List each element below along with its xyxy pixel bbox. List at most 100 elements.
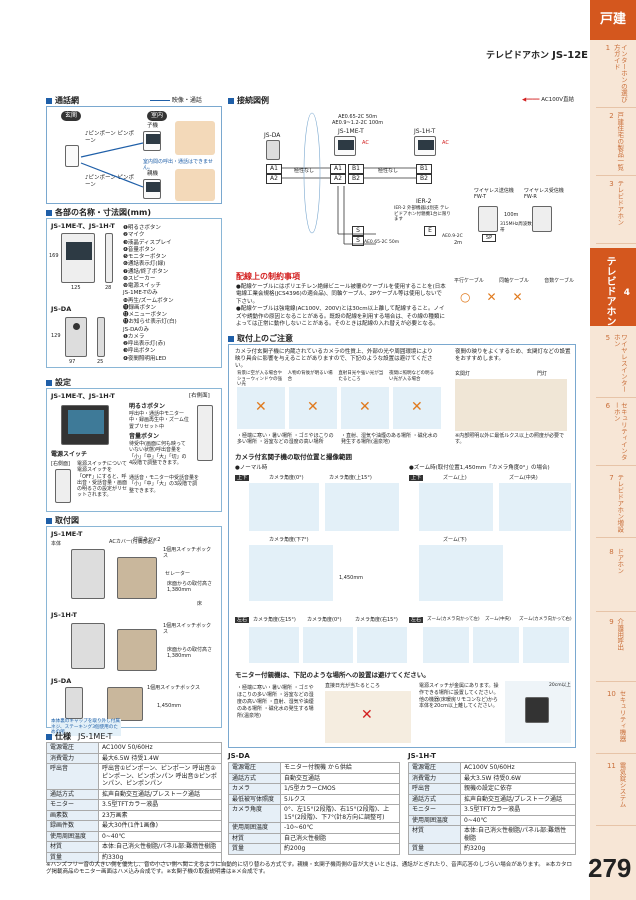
tab-label: 戸建住宅の製品一覧 bbox=[615, 112, 624, 171]
spec-value: 本体:自己消火性樹脂/パネル部:難燃性樹脂 bbox=[460, 825, 576, 844]
tab-number: 6 bbox=[605, 402, 611, 410]
spec-key: 使用周囲温度 bbox=[46, 830, 99, 842]
monitor-caution-title: モニター付親機は、下記のような場所への設置は避けてください。 bbox=[235, 671, 430, 679]
label-height-2: 床面からの取付高さ1,380mm bbox=[167, 647, 213, 660]
spec-value: AC100V 50/60Hz bbox=[98, 742, 222, 754]
terminal-b1: B1 bbox=[348, 164, 364, 174]
label-100m: 100m bbox=[504, 212, 519, 218]
tsuwa-diagram: 玄関 室内 ♪ピンポーン ピンポーン ♪ピンポーン ピンポーン 子機 室内間の呼… bbox=[46, 106, 222, 204]
spec-key: 録画件数 bbox=[46, 820, 99, 832]
label-da-height: 1,450mm bbox=[157, 703, 182, 709]
bad-env-list-2: ・直射、湿気や油煙のある場所 ・磁化水の発生する場所(温泉地) bbox=[341, 433, 438, 446]
dim-width: 125 bbox=[71, 285, 81, 291]
door-station-symbol bbox=[266, 140, 280, 160]
bad-env-list-1: ・極端に寒い・暑い場所 ・ゴミやほこりの多い場所 ・浴室などの湿度の高い場所 bbox=[237, 433, 334, 446]
spec-row: 録画件数最大30件(1件1画像) bbox=[46, 820, 222, 832]
tab-number: 2 bbox=[609, 112, 614, 120]
label-updown-zoom: 上下 bbox=[409, 475, 424, 482]
label-zoom: ●ズーム時(取付位置1,450mm「カメラ角度0°」の場合) bbox=[409, 465, 550, 471]
dim-da-depth: 25 bbox=[97, 359, 104, 365]
dim-depth: 28 bbox=[105, 285, 112, 291]
spec-value: 本体:自己消火性樹脂/パネル部:難燃性樹脂 bbox=[98, 841, 222, 853]
tab-number: 8 bbox=[609, 548, 614, 556]
range-diagram-camup bbox=[325, 483, 399, 531]
label-camright: カメラ角度(右15°) bbox=[355, 617, 398, 623]
section-settei-title: 設定 bbox=[46, 378, 71, 388]
spec-value: 23万画素 bbox=[98, 809, 222, 821]
restrict-text: ●配線ケーブルにはポリエチレン絶縁ビニール被覆のケーブルを使用することを(日本電… bbox=[236, 284, 446, 329]
spec-key: 消費電力 bbox=[408, 772, 461, 784]
wall-box-drawing-2 bbox=[117, 629, 157, 671]
label-switch-box-2: 1個用スイッチボックス bbox=[163, 623, 212, 636]
volume-desc: 待受中(画面に何も映っていない状態)呼出音量を「小」「中」「大」「切」の4段階で… bbox=[129, 441, 187, 466]
chime-text-2: ♪ピンポーン ピンポーン bbox=[85, 175, 134, 188]
range-diagram-cam0 bbox=[249, 483, 319, 531]
label-normal: ●ノーマル時 bbox=[235, 465, 268, 471]
terminal-b1-sub: B1 bbox=[416, 164, 432, 174]
nonpolar-label-2: 極性なし bbox=[378, 168, 399, 174]
caption-sunlight: 直射日光や強い光が当たるところ bbox=[338, 371, 384, 382]
spec-row: 材質自己消火性樹脂 bbox=[228, 832, 400, 844]
night-advice: 夜間の映りをよくするため、玄関灯などの設置をおすすめします。 bbox=[455, 349, 571, 362]
range-diagram-zoomdown bbox=[419, 545, 503, 601]
spec-key: カメラ bbox=[228, 783, 281, 795]
spec-row: 消費電力最大6.5W 待受1.4W bbox=[46, 752, 222, 764]
label-zmid-lr: ズーム(中央) bbox=[485, 617, 511, 622]
label-switch-box: 1個用スイッチボックス bbox=[163, 547, 212, 560]
spec-value: 最大3.5W 待受0.6W bbox=[460, 772, 576, 784]
install-sub-unit-drawing bbox=[71, 623, 105, 669]
legend-video-call: 映像・通話 bbox=[150, 97, 202, 105]
spec-key: 電源電圧 bbox=[228, 762, 281, 774]
terminal-e: E bbox=[424, 226, 436, 236]
person-image bbox=[175, 121, 215, 155]
monitor-clearance-diagram: 20cm以上 bbox=[505, 681, 571, 743]
brightness-desc: 呼出中・通話中モニター中・録画再生中・ズーム位置プリセット中 bbox=[129, 411, 189, 430]
monitor-sunlight-label: 直接日光が当たるところ bbox=[325, 683, 381, 689]
dim-height: 169 bbox=[49, 253, 59, 259]
spec-key: 使用周囲温度 bbox=[228, 822, 281, 834]
example-image-1: ✕ bbox=[237, 387, 285, 429]
section-tsuwa-title: 通話網 bbox=[46, 96, 79, 106]
spec-value: 呼出音①ピンポーン、ピンポーン 呼出音②ピンポーン、ピンポンパン 呼出音③ピンポ… bbox=[98, 763, 222, 790]
power-switch-drawing[interactable] bbox=[55, 469, 71, 503]
cable-spec-top: AE0.65-2C 50m AE0.9~1.2-2C 100m bbox=[332, 114, 383, 127]
spec-key: カメラ角度 bbox=[228, 804, 281, 823]
monitor-bad-list: ・極端に寒い・暑い場所 ・ゴミやほこりの多い場所 ・浴室などの湿度の高い場所 ・… bbox=[237, 685, 314, 719]
spec-key: モニター bbox=[408, 804, 461, 816]
spec-row: 通話方式拡声自動交互通話/プレストーク通話 bbox=[408, 793, 576, 805]
dim-da-width: 97 bbox=[69, 359, 76, 365]
spec-key: 質量 bbox=[228, 843, 281, 855]
bad-example-captions: 背景に空が入る場合やショーウィンドウの強い光 人物の背後が明るい場合 直射日光や… bbox=[237, 371, 437, 388]
section-parts-title: 各部の名称・寸法図(mm) bbox=[46, 208, 151, 218]
tab-category-house[interactable]: 戸建 bbox=[590, 0, 636, 40]
label-js-1h: JS-1H-T bbox=[414, 128, 436, 135]
torituke-model-3: JS-DA bbox=[51, 677, 72, 685]
model-number: JS-12E bbox=[552, 50, 588, 61]
label-genkan: 玄関 bbox=[61, 111, 82, 121]
cable-multi-label: 音数ケーブル bbox=[544, 278, 574, 284]
label-floor: 床 bbox=[197, 601, 203, 607]
tab-label: ドアホン bbox=[615, 548, 624, 574]
dim-da-height: 129 bbox=[51, 333, 61, 339]
spec-key: 電源電圧 bbox=[408, 762, 461, 774]
label-leftright: 左右 bbox=[235, 617, 250, 624]
door-station-side-drawing bbox=[97, 317, 105, 357]
camera-range-title: カメラ付玄関子機の取付位置と撮像範囲 bbox=[235, 453, 352, 461]
sub-monitor-icon bbox=[143, 131, 161, 151]
ac-legend-label: AC100V直結 bbox=[541, 97, 575, 103]
spec-value: 最大6.5W 待受1.4W bbox=[98, 752, 222, 764]
